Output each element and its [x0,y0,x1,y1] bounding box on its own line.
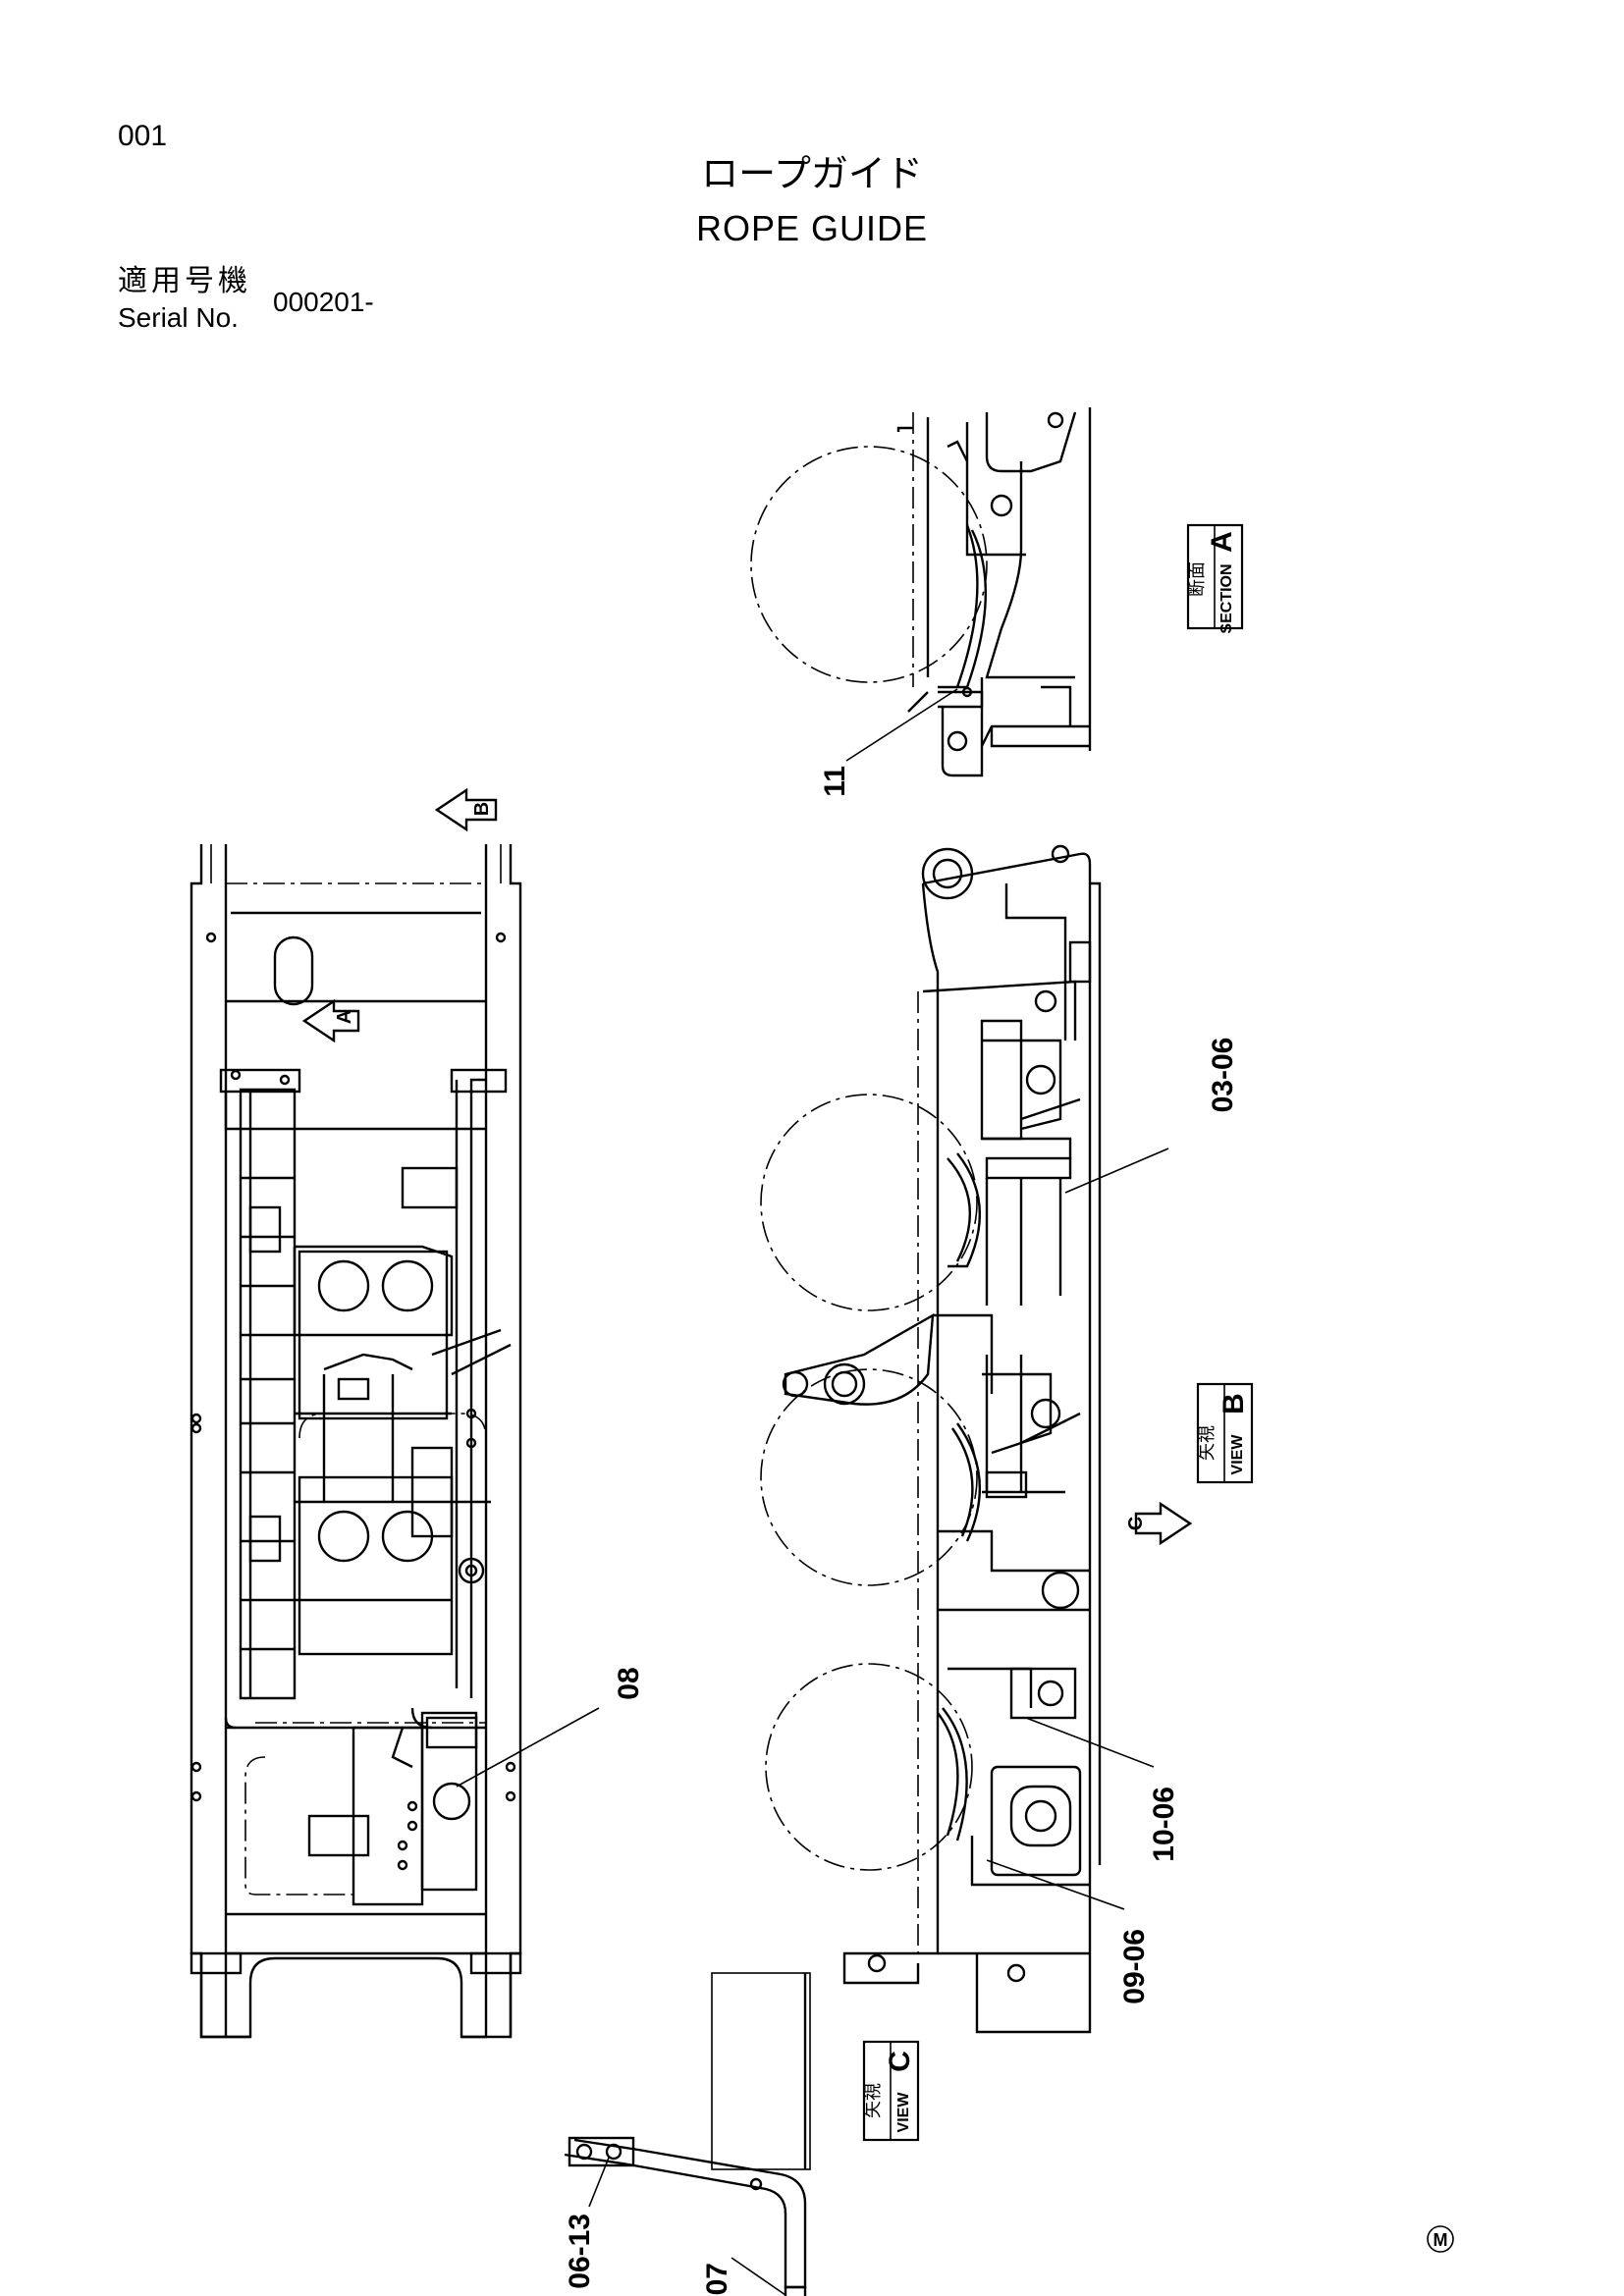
view-b-jp: 矢視 [1197,1425,1217,1461]
svg-text:08: 08 [613,1667,645,1699]
section-a-letter: A [1206,531,1238,553]
svg-text:11: 11 [819,766,851,797]
label-view-b: 矢視 VIEW B [1196,1382,1254,1484]
callout-09-06: 09-06 [986,1859,1151,2004]
view-arrow-b-letter: B [471,802,493,816]
section-a-drawing [750,407,1092,777]
callout-11: 11 [819,688,958,797]
view-arrow-c-letter: C [1125,1517,1147,1530]
callout-07: 07 [701,2257,786,2296]
view-arrow-b: B [434,787,498,832]
callout-08: 08 [456,1667,645,1788]
view-c-letter: C [884,2051,916,2072]
callout-10-06: 10-06 [1025,1717,1180,1862]
label-section-a: 断面 SECTION A [1186,523,1244,634]
page-title-en: ROPE GUIDE [695,208,929,248]
section-a-jp: 断面 [1187,561,1207,597]
view-c-jp: 矢視 [863,2083,883,2118]
bolt-holes [190,932,516,1871]
label-view-c: 矢視 VIEW C [862,2040,920,2142]
m-mark-letter: M [1434,2230,1448,2250]
m-mark: M [1427,2225,1454,2253]
callout-03-06: 03-06 [1064,1038,1239,1194]
svg-text:06-13: 06-13 [564,2214,596,2289]
svg-text:10-06: 10-06 [1148,1787,1180,1862]
view-arrow-a-letter: A [334,1010,355,1024]
serial-value: 000201- [273,287,374,317]
view-arrow-a: A [301,998,360,1043]
serial-label-jp: 適用号機 [118,264,251,298]
page-title-jp: ロープガイド [701,152,923,195]
view-b-drawing [760,844,1102,2034]
svg-text:09-06: 09-06 [1118,1929,1151,2004]
section-a-en: SECTION [1218,563,1235,633]
view-c-en: VIEW [895,2092,912,2133]
view-b-en: VIEW [1229,1434,1246,1475]
view-b-letter: B [1218,1393,1250,1415]
view-c-drawing [564,1972,811,2296]
view-arrow-c: C [1125,1501,1193,1546]
main-frame-plan-view [189,844,522,2039]
svg-text:03-06: 03-06 [1207,1038,1239,1113]
page-number: 001 [118,120,168,152]
serial-label-en: Serial No. [118,302,239,333]
svg-text:07: 07 [701,2263,733,2295]
callout-06-13: 06-13 [564,2157,610,2289]
